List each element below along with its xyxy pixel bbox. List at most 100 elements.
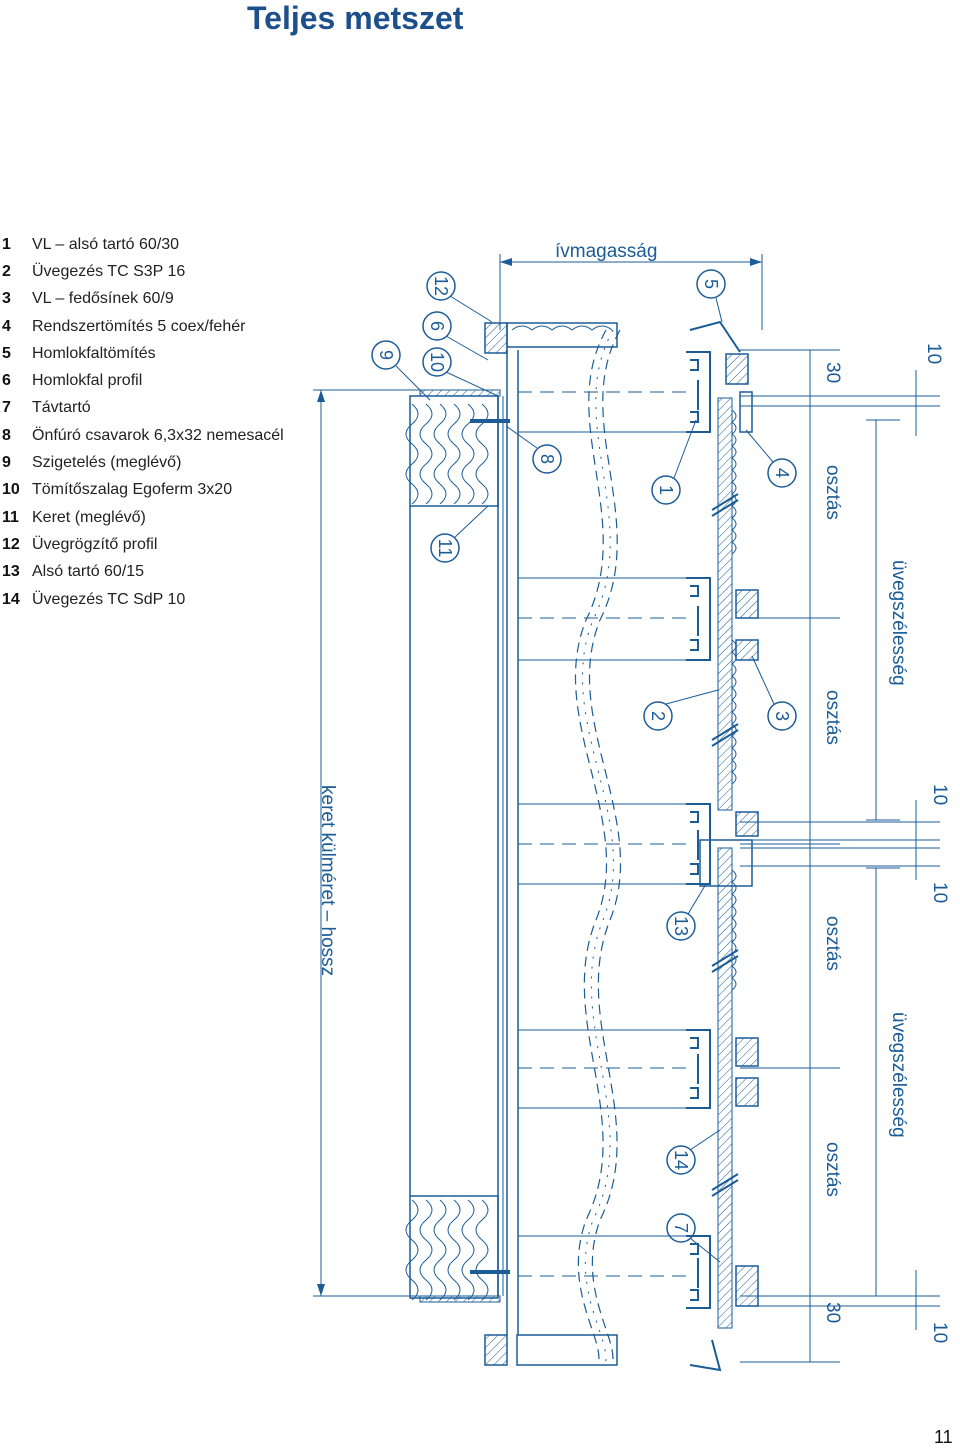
legend-item: 7 Távtartó: [2, 395, 284, 422]
dim-osztas-3: osztás: [822, 916, 843, 971]
legend-item: 9 Szigetelés (meglévő): [2, 449, 284, 476]
callout-label: 5: [701, 279, 721, 289]
legend-number: 6: [2, 372, 11, 390]
callout-8: 8: [505, 425, 562, 474]
legend-number: 13: [2, 563, 20, 581]
legend-item: 6 Homlokfal profil: [2, 367, 284, 394]
callout-3: 3: [751, 655, 797, 731]
legend-item: 3 VL – fedősínek 60/9: [2, 286, 284, 313]
callout-5: 5: [696, 269, 726, 323]
dim-osztas-2: osztás: [822, 690, 843, 745]
dim-uvegszelesseg-1: üvegszélesség: [888, 560, 909, 686]
callout-9: 9: [371, 340, 431, 401]
legend-number: 10: [2, 481, 20, 499]
dim-10-b: 10: [929, 784, 950, 805]
legend-number: 2: [2, 262, 11, 280]
glazing-wave: [574, 329, 622, 1366]
cover-rails: [689, 320, 759, 1372]
callout-11: 11: [430, 505, 489, 563]
legend-label: Homlokfal profil: [32, 372, 143, 390]
callout-4: 4: [745, 429, 797, 488]
existing-frame: [409, 389, 504, 1303]
legend-label: Önfúró csavarok 6,3x32 nemesacél: [32, 426, 284, 444]
callout-13: 13: [666, 883, 707, 941]
callout-label: 10: [427, 352, 447, 372]
legend-label: Üvegrögzítő profil: [32, 535, 158, 553]
legend-label: Üvegezés TC S3P 16: [32, 262, 186, 280]
dim-10-d: 10: [929, 1322, 950, 1343]
front-wall-profile: [484, 322, 519, 1366]
support-centerlines: [518, 391, 690, 1277]
callout-label: 7: [671, 1223, 691, 1233]
legend-label: Tömítőszalag Egoferm 3x20: [32, 481, 233, 499]
callout-label: 1: [656, 485, 676, 495]
glazing-sheets: [711, 397, 739, 1329]
pitch-dimension-chain: 30 osztás osztás osztás osztás 30: [740, 349, 843, 1363]
callout-label: 3: [772, 711, 792, 721]
parts-legend: 1 VL – alsó tartó 60/30 2 Üvegezés TC S3P …: [2, 231, 284, 613]
dim-10-c: 10: [929, 882, 950, 903]
self-drilling-screw: [470, 419, 510, 1274]
support-profiles: [686, 351, 711, 1309]
legend-label: Homlokfaltömítés: [32, 344, 156, 362]
legend-number: 14: [2, 590, 20, 608]
legend-number: 8: [2, 426, 11, 444]
legend-number: 5: [2, 344, 11, 362]
callout-label: 8: [537, 454, 557, 464]
legend-label: Alsó tartó 60/15: [32, 563, 145, 581]
legend-item: 12 Üvegrögzítő profil: [2, 531, 284, 558]
legend-item: 8 Önfúró csavarok 6,3x32 nemesacél: [2, 422, 284, 449]
legend-number: 12: [2, 535, 20, 553]
frame-length-label: keret külméret – hossz: [317, 785, 338, 976]
legend-item: 4 Rendszertömítés 5 coex/fehér: [2, 313, 284, 340]
dim-uvegszelesseg-2: üvegszélesség: [888, 1012, 909, 1138]
callout-label: 13: [671, 916, 691, 936]
page-title: Teljes metszet: [247, 0, 464, 36]
dim-30-bottom: 30: [822, 1302, 843, 1323]
callout-label: 6: [427, 321, 447, 331]
callout-label: 11: [435, 539, 455, 558]
insulation-top: [405, 395, 499, 507]
arch-height-label: ívmagasság: [555, 241, 657, 262]
legend-item: 13 Alsó tartó 60/15: [2, 559, 284, 586]
gap-dimensions: 10 10 10 10: [740, 343, 950, 1343]
callout-14: 14: [666, 1129, 721, 1175]
legend-item: 10 Tömítőszalag Egoferm 3x20: [2, 477, 284, 504]
legend-item: 11 Keret (meglévő): [2, 504, 284, 531]
callout-7: 7: [666, 1213, 721, 1263]
legend-number: 7: [2, 399, 11, 417]
legend-number: 1: [2, 235, 11, 253]
callout-label: 2: [648, 711, 668, 721]
legend-number: 4: [2, 317, 11, 335]
legend-label: Rendszertömítés 5 coex/fehér: [32, 317, 246, 335]
legend-number: 3: [2, 290, 11, 308]
legend-number: 9: [2, 454, 11, 472]
legend-label: Szigetelés (meglévő): [32, 454, 182, 472]
page-number: 11: [934, 1427, 953, 1447]
legend-label: VL – fedősínek 60/9: [32, 290, 174, 308]
callout-1: 1: [651, 419, 697, 505]
dim-osztas-4: osztás: [822, 1142, 843, 1197]
glass-width-dimension-chain: üvegszélesség üvegszélesség: [866, 419, 909, 1296]
callout-6: 6: [422, 311, 489, 361]
callout-2: 2: [643, 689, 719, 731]
legend-label: VL – alsó tartó 60/30: [32, 235, 180, 253]
callout-label: 12: [431, 276, 451, 296]
callout-12: 12: [426, 271, 493, 323]
insulation-bottom: [405, 1195, 499, 1301]
callout-label: 9: [376, 350, 396, 360]
callout-label: 14: [671, 1150, 691, 1170]
legend-item: 2 Üvegezés TC S3P 16: [2, 258, 284, 285]
dim-10-a: 10: [923, 343, 944, 364]
callout-label: 4: [772, 468, 792, 478]
legend-label: Keret (meglévő): [32, 508, 146, 526]
legend-label: Távtartó: [32, 399, 91, 417]
dim-30-top: 30: [822, 362, 843, 383]
dim-osztas-1: osztás: [822, 465, 843, 520]
legend-number: 11: [2, 508, 19, 526]
callouts: 12 6 10 9 5 8 1: [371, 269, 797, 1263]
arch-height-dimension: ívmagasság: [499, 241, 763, 330]
legend-item: 1 VL – alsó tartó 60/30: [2, 231, 284, 258]
